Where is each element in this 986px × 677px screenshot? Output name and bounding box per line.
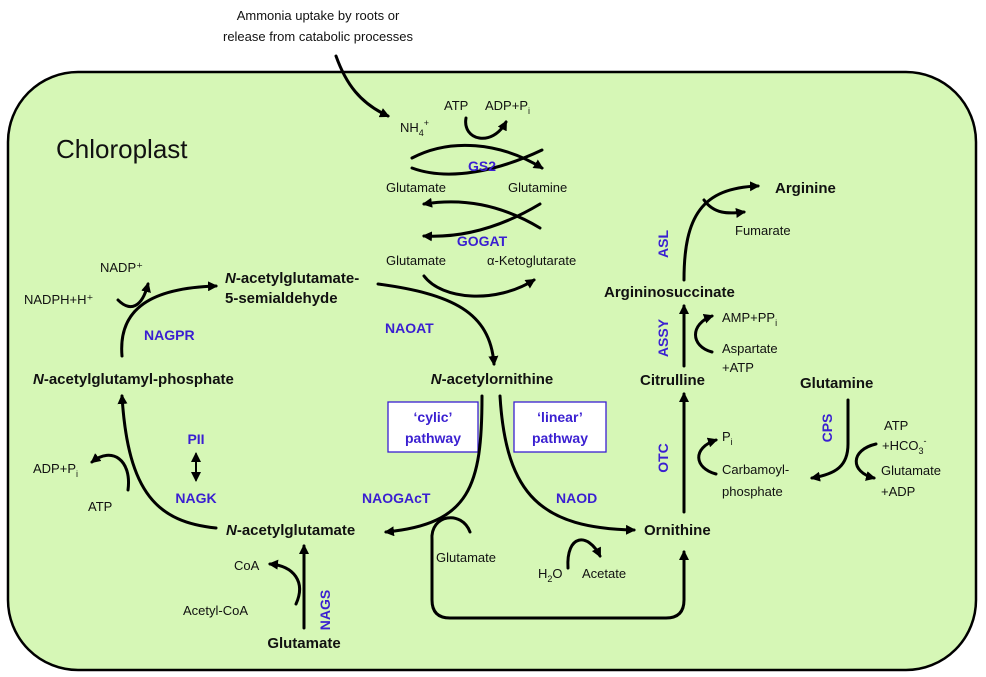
cps-enzyme: CPS [819, 414, 835, 443]
acetate-label: Acetate [582, 566, 626, 581]
asl-fumarate-arrow [702, 198, 746, 218]
naoat-enzyme: NAOAT [385, 320, 434, 336]
nagk-enzyme: NAGK [175, 490, 216, 506]
semialdehyde-line-1: N-acetylglutamate- [225, 270, 359, 287]
gs2-enzyme: GS2 [468, 158, 496, 174]
acetylcoa-label: Acetyl-CoA [183, 603, 248, 618]
assy-cofactor-arrow [694, 314, 714, 354]
cyclic-glutamate-loop [430, 516, 472, 542]
arginine-label: Arginine [775, 180, 836, 197]
naod-water-arrow [566, 538, 602, 570]
glutamate-gs2-label: Glutamate [386, 180, 446, 195]
ornithine-label: Ornithine [644, 522, 711, 539]
assy-enzyme: ASSY [655, 318, 671, 357]
naod-arrow [498, 394, 636, 535]
glutamate-cycle-label: Glutamate [436, 550, 496, 565]
water-label: H2O [538, 566, 563, 584]
aspartate-line-2: +ATP [722, 360, 754, 375]
acetylglutamate-label: N-acetylglutamate [226, 522, 355, 539]
nagpr-arrow [120, 281, 218, 358]
amp-ppi-label: AMP+PPi [722, 310, 777, 328]
naogact-arrow [384, 394, 484, 537]
glutamine-cps-label: Glutamine [800, 375, 873, 392]
carbamoyl-line-1: Carbamoyl- [722, 462, 789, 477]
glutamate-gogat-label: Glutamate [386, 253, 446, 268]
cyclic-pathway-line-1: ‘cylic’ [414, 409, 453, 425]
chloroplast-compartment [6, 70, 978, 672]
chloroplast-title: Chloroplast [56, 134, 188, 164]
hco3-label: +HCO3- [882, 436, 927, 456]
gogat-enzyme: GOGAT [457, 233, 508, 249]
naogact-enzyme: NAOGAcT [362, 490, 431, 506]
nadp-label: NADP⁺ [100, 260, 143, 275]
cps-cofactor-arrow [854, 442, 878, 481]
transamination-arrow [422, 274, 536, 298]
asl-arrow [682, 181, 760, 282]
nadph-label: NADPH+H⁺ [24, 292, 93, 307]
ketoglutarate-label: α-Ketoglutarate [487, 253, 576, 268]
nagpr-enzyme: NAGPR [144, 327, 195, 343]
acetylornithine-label: N-acetylornithine [431, 371, 554, 388]
cyclic-pathway-box [387, 401, 479, 453]
nagk-cofactor-arrow [90, 453, 130, 492]
semialdehyde-line-2: 5-semialdehyde [225, 290, 338, 307]
argininosuccinate-label: Argininosuccinate [604, 284, 735, 301]
gs2-reaction-arrow [410, 143, 544, 170]
acetylglutamyl-phosphate-label: N-acetylglutamyl-phosphate [33, 371, 234, 388]
linear-pathway-box [513, 401, 607, 453]
nagpr-cofactor-arrow [116, 282, 151, 309]
linear-pathway-line-2: pathway [532, 430, 588, 446]
naod-enzyme: NAOD [556, 490, 597, 506]
gs2-atp-hydrolysis-arrow [464, 116, 508, 140]
intro-line-2: release from catabolic processes [223, 29, 414, 44]
adp-pi-gs2-label: ADP+Pi [485, 98, 530, 116]
cps-arrow [810, 398, 850, 482]
pi-otc-label: Pi [722, 429, 733, 447]
citrulline-label: Citrulline [640, 372, 705, 389]
coa-label: CoA [234, 558, 260, 573]
gs2-crossing-arrow [410, 148, 544, 176]
ammonium-label: NH4+ [400, 118, 429, 138]
gogat-upper-arrow [422, 197, 542, 230]
ornithine-loop-arrow [430, 538, 689, 620]
nagk-arrow [117, 394, 218, 530]
cyclic-pathway-line-2: pathway [405, 430, 461, 446]
glutamate-bottom-label: Glutamate [267, 635, 340, 652]
linear-pathway-line-1: ‘linear’ [537, 409, 583, 425]
intro-line-1: Ammonia uptake by roots or [237, 8, 400, 23]
nags-cofactor-arrow [268, 559, 302, 606]
asl-enzyme: ASL [655, 230, 671, 258]
atp-gs2-label: ATP [444, 98, 468, 113]
atp-nagk-label: ATP [88, 499, 112, 514]
nags-enzyme: NAGS [317, 590, 333, 630]
fumarate-label: Fumarate [735, 223, 791, 238]
pii-regulator: PII [187, 431, 204, 447]
adp-cps-label: +ADP [881, 484, 915, 499]
adp-pi-nagk-label: ADP+Pi [33, 461, 78, 479]
aspartate-line-1: Aspartate [722, 341, 778, 356]
glutamate-cps-label: Glutamate [881, 463, 941, 478]
otc-enzyme: OTC [655, 443, 671, 473]
glutamine-gs2-label: Glutamine [508, 180, 567, 195]
otc-cofactor-arrow [697, 437, 718, 476]
atp-cps-label: ATP [884, 418, 908, 433]
carbamoyl-line-2: phosphate [722, 484, 783, 499]
naoat-arrow [376, 282, 499, 366]
gogat-lower-arrow [422, 202, 542, 242]
ammonia-uptake-arrow [334, 54, 390, 118]
